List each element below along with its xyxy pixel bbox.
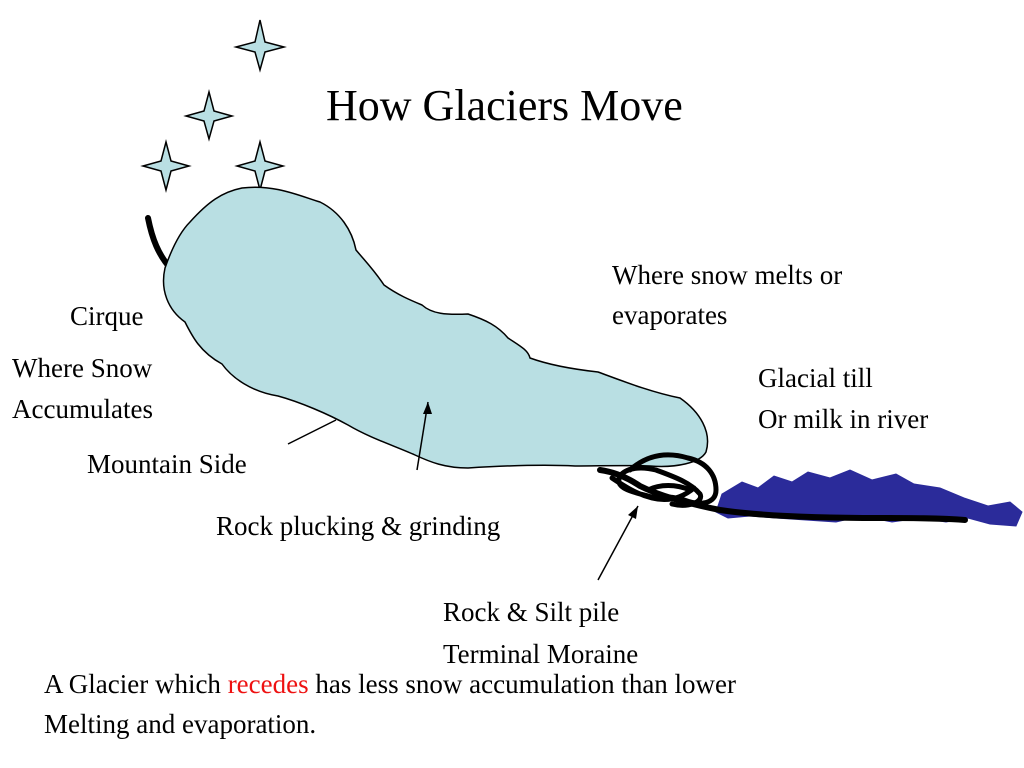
plucking-label: Rock plucking & grinding: [216, 511, 501, 541]
melt-label-line2: evaporates: [612, 300, 728, 330]
melt-label-line1: Where snow melts or: [612, 260, 843, 290]
moraine-label-line2: Terminal Moraine: [443, 639, 639, 669]
star-icon: [233, 19, 287, 73]
star-icon: [234, 139, 286, 193]
plucking-arrowhead: [423, 402, 432, 414]
mountain-side-label: Mountain Side: [87, 449, 247, 479]
till-label-line2: Or milk in river: [758, 404, 929, 434]
slide-title: How Glaciers Move: [326, 81, 683, 130]
caption-text-after: has less snow accumulation than lower: [308, 669, 737, 699]
caption-line2: Melting and evaporation.: [44, 709, 317, 739]
caption-highlight: recedes: [227, 669, 309, 699]
glacier-body: [162, 186, 709, 469]
moraine-arrow: [597, 505, 639, 581]
river: [715, 469, 1023, 527]
accumulation-label-line1: Where Snow: [12, 353, 153, 383]
mountain-side-pointer: [287, 419, 337, 445]
accumulation-label-line2: Accumulates: [12, 394, 153, 424]
moraine-label-line1: Rock & Silt pile: [443, 597, 620, 627]
caption-line1: A Glacier which recedes has less snow ac…: [44, 664, 736, 704]
caption-text-before: A Glacier which: [44, 669, 228, 699]
ground-line: [597, 467, 968, 523]
star-icon: [183, 89, 235, 142]
cirque-label: Cirque: [70, 301, 144, 331]
till-label-line1: Glacial till: [758, 363, 873, 393]
star-icon: [140, 139, 192, 193]
terminal-moraine: [609, 452, 719, 508]
moraine-arrowhead: [628, 506, 638, 519]
